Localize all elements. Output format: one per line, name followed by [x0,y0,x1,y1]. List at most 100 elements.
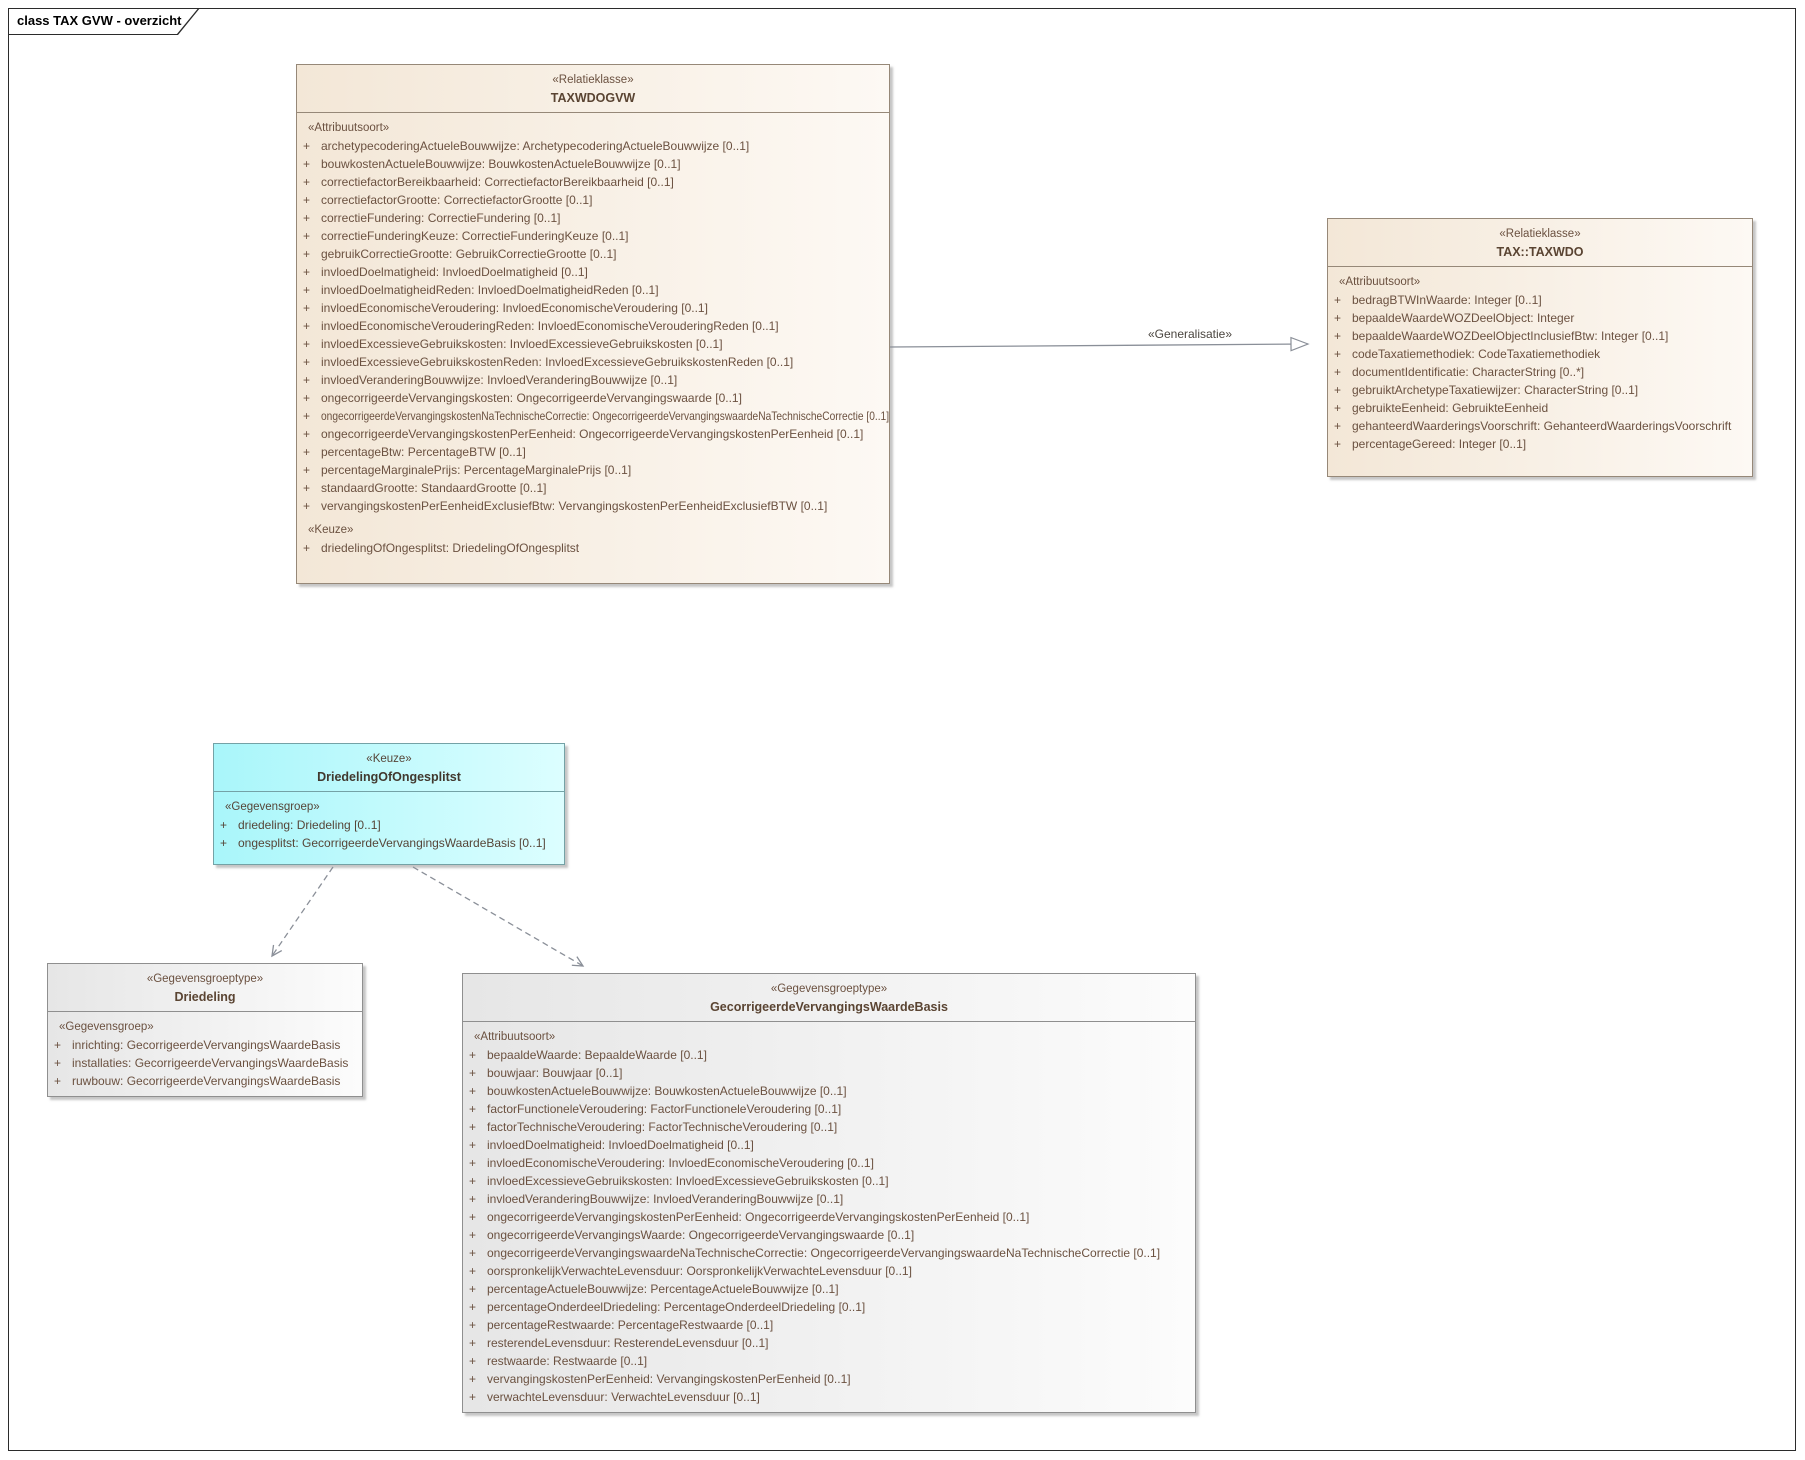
attribute-row: +ongecorrigeerdeVervangingsWaarde: Ongec… [463,1226,1195,1244]
class-title: «Keuze» DriedelingOfOngesplitst [214,744,564,792]
attribute-text: percentageOnderdeelDriedeling: Percentag… [487,1300,866,1314]
visibility-public: + [303,247,311,261]
attribute-text: invloedEconomischeVerouderingReden: Invl… [321,319,779,333]
attribute-text: percentageRestwaarde: PercentageRestwaar… [487,1318,774,1332]
class-stereotype: «Relatieklasse» [1499,228,1581,240]
attribute-row: + correctieFunderingKeuze: CorrectieFunde… [297,227,889,245]
attribute-text: ongecorrigeerdeVervangingswaardeNaTechni… [487,1246,1161,1260]
visibility-public: + [469,1120,477,1134]
attribute-row: +driedelingOfOngesplitst: DriedelingOfOn… [297,539,889,557]
attribute-row: +bepaaldeWaardeWOZDeelObject: Integer [1328,309,1752,327]
section-header: «Attribuutsoort» [1339,276,1421,288]
class-name: TAXWDOGVW [550,91,636,105]
class-stereotype: «Keuze» [366,753,412,765]
section-header: «Attribuutsoort» [474,1031,556,1043]
visibility-public: + [469,1354,477,1368]
attribute-text: factorTechnischeVeroudering: FactorTechn… [487,1120,838,1134]
attribute-row: +ongecorrigeerdeVervangingskosten: Ongec… [297,389,889,407]
class-taxwdo[interactable]: «Relatieklasse» TAX::TAXWDO «Attribuutso… [1327,218,1753,477]
class-stereotype: «Gegevensgroeptype» [770,983,888,995]
attribute-row: +ongecorrigeerdeVervangingskostenNaTechn… [297,407,889,425]
attribute-text: bouwjaar: Bouwjaar [0..1] [487,1066,623,1080]
attribute-text: ruwbouw: GecorrigeerdeVervangingsWaardeB… [72,1074,341,1088]
visibility-public: + [303,481,311,495]
visibility-public: + [469,1084,477,1098]
attribute-text: invloedDoelmatigheid: InvloedDoelmatighe… [487,1138,754,1152]
visibility-public: + [469,1246,477,1260]
visibility-public: + [303,355,311,369]
section-header: «Keuze» [308,524,354,536]
class-title: «Gegevensgroeptype» Driedeling [48,964,362,1012]
visibility-public: + [1334,401,1342,415]
attribute-row: +bepaaldeWaarde: BepaaldeWaarde [0..1] [463,1046,1195,1064]
class-taxwdogvw[interactable]: «Relatieklasse» TAXWDOGVW «Attribuutsoor… [296,64,890,584]
attribute-text: bouwkostenActueleBouwwijze: BouwkostenAc… [321,157,681,171]
visibility-public: + [303,409,311,423]
attribute-text: invloedExcessieveGebruikskosten: Invloed… [487,1174,889,1188]
visibility-public: + [303,463,311,477]
attribute-row: +percentageOnderdeelDriedeling: Percenta… [463,1298,1195,1316]
class-gvw-basis[interactable]: «Gegevensgroeptype» GecorrigeerdeVervang… [462,973,1196,1413]
attribute-row: +gehanteerdWaarderingsVoorschrift: Gehan… [1328,417,1752,435]
class-stereotype: «Relatieklasse» [552,74,634,86]
attribute-row: +ruwbouw: GecorrigeerdeVervangingsWaarde… [48,1072,362,1090]
attribute-row: +ongecorrigeerdeVervangingskostenPerEenh… [297,425,889,443]
visibility-public: + [469,1390,477,1404]
attribute-row: + invloedEconomischeVerouderingReden: Inv… [297,317,889,335]
attribute-text: gebruikCorrectieGrootte: GebruikCorrecti… [321,247,617,261]
attribute-row: +ongesplitst: GecorrigeerdeVervangingsWa… [214,834,564,852]
attribute-text: percentageBtw: PercentageBTW [0..1] [321,445,526,459]
attribute-row: +invloedEconomischeVeroudering: InvloedE… [463,1154,1195,1172]
attribute-row: +installaties: GecorrigeerdeVervangingsW… [48,1054,362,1072]
attribute-text: gebruiktArchetypeTaxatiewijzer: Characte… [1352,383,1639,397]
attribute-text: standaardGrootte: StandaardGrootte [0..1… [321,481,547,495]
class-driedeling-of-ongesplitst[interactable]: «Keuze» DriedelingOfOngesplitst «Gegeven… [213,743,565,865]
visibility-public: + [303,373,311,387]
attribute-row: +invloedExcessieveGebruikskosten: Invloe… [463,1172,1195,1190]
visibility-public: + [1334,419,1342,433]
class-attributes: «Gegevensgroep»+driedeling: Driedeling [… [214,792,564,864]
attribute-row: +documentIdentificatie: CharacterString … [1328,363,1752,381]
visibility-public: + [303,211,311,225]
attribute-text: oorspronkelijkVerwachteLevensduur: Oorsp… [487,1264,912,1278]
attribute-text: archetypecoderingActueleBouwwijze: Arche… [321,139,750,153]
attribute-text: restwaarde: Restwaarde [0..1] [487,1354,648,1368]
attribute-row: + ongecorrigeerdeVervangingswaardeNaTechn… [463,1244,1195,1262]
diagram-title: class TAX GVW - overzicht [17,13,182,28]
visibility-public: + [1334,293,1342,307]
attribute-row: +correctiefactorGrootte: Correctiefactor… [297,191,889,209]
visibility-public: + [469,1048,477,1062]
attribute-text: percentageMarginalePrijs: PercentageMarg… [321,463,632,477]
attribute-text: invloedDoelmatigheidReden: InvloedDoelma… [321,283,659,297]
visibility-public: + [303,175,311,189]
attribute-row: +resterendeLevensduur: ResterendeLevensd… [463,1334,1195,1352]
visibility-public: + [469,1282,477,1296]
visibility-public: + [303,229,311,243]
visibility-public: + [54,1056,62,1070]
attribute-text: percentageActueleBouwwijze: PercentageAc… [487,1282,839,1296]
attribute-text: ongecorrigeerdeVervangingskosten: Ongeco… [321,391,742,405]
visibility-public: + [303,319,311,333]
attribute-text: correctieFundering: CorrectieFundering [… [321,211,561,225]
class-name: DriedelingOfOngesplitst [317,770,461,784]
class-driedeling[interactable]: «Gegevensgroeptype» Driedeling «Gegevens… [47,963,363,1097]
attribute-text: gebruikteEenheid: GebruikteEenheid [1352,401,1549,415]
visibility-public: + [303,427,311,441]
attribute-row: + gebruikCorrectieGrootte: GebruikCorrect… [297,245,889,263]
attribute-row: +invloedVeranderingBouwwijze: InvloedVer… [463,1190,1195,1208]
attribute-text: correctieFunderingKeuze: CorrectieFunder… [321,229,629,243]
attribute-text: correctiefactorGrootte: CorrectiefactorG… [321,193,593,207]
attribute-row: +ongecorrigeerdeVervangingskostenPerEenh… [463,1208,1195,1226]
visibility-public: + [303,265,311,279]
visibility-public: + [1334,365,1342,379]
attribute-row: + correctieFundering: CorrectieFundering … [297,209,889,227]
attribute-row: +archetypecoderingActueleBouwwijze: Arch… [297,137,889,155]
attribute-row: +driedeling: Driedeling [0..1] [214,816,564,834]
diagram-frame [8,8,1796,1451]
visibility-public: + [469,1192,477,1206]
attribute-row: + percentageActueleBouwwijze: PercentageA… [463,1280,1195,1298]
attribute-row: +factorFunctioneleVeroudering: FactorFun… [463,1100,1195,1118]
attribute-text: bepaaldeWaardeWOZDeelObject: Integer [1352,311,1575,325]
attribute-row: + gebruikteEenheid: GebruikteEenheid [1328,399,1752,417]
